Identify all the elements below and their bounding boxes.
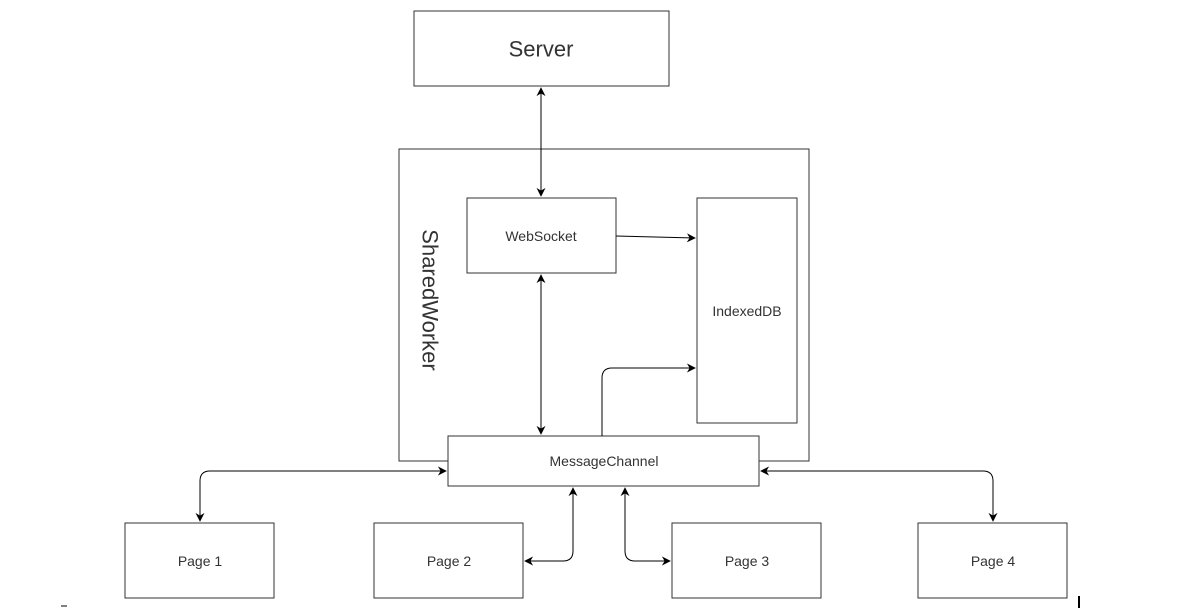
websocket-indexeddb-connector (615, 233, 696, 243)
page1-node: Page 1 (124, 522, 275, 599)
indexeddb-label: IndexedDB (712, 303, 781, 319)
server-label: Server (509, 37, 574, 62)
messagechannel-indexeddb-connector (601, 363, 696, 436)
websocket-node: WebSocket (466, 197, 617, 274)
page2-label: Page 2 (427, 553, 472, 569)
messagechannel-page1-connector (195, 466, 447, 522)
page3-label: Page 3 (725, 553, 770, 569)
page3-node: Page 3 (671, 522, 822, 599)
messagechannel-page4-connector (760, 466, 998, 522)
messagechannel-page3-connector (620, 487, 671, 566)
page4-node: Page 4 (917, 522, 1068, 599)
indexeddb-node: IndexedDB (696, 197, 798, 424)
server-node: Server (413, 10, 670, 87)
page2-node: Page 2 (373, 522, 524, 599)
message-channel-label: MessageChannel (550, 453, 659, 469)
page1-label: Page 1 (178, 553, 223, 569)
page4-label: Page 4 (971, 553, 1016, 569)
shared-worker-label: SharedWorker (418, 229, 443, 370)
messagechannel-page2-connector (524, 487, 578, 566)
websocket-label: WebSocket (505, 228, 576, 244)
message-channel-node: MessageChannel (447, 435, 760, 487)
